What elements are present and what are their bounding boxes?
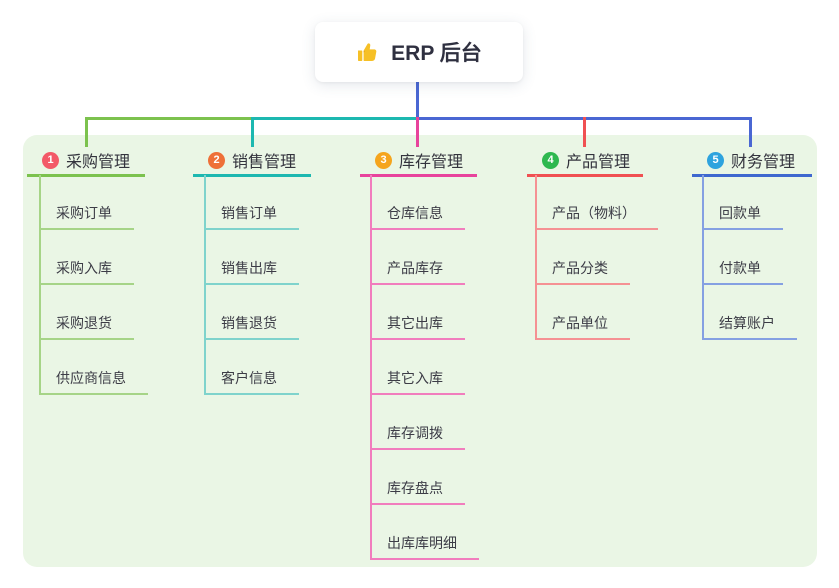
connector-root-trunk — [416, 82, 419, 118]
branch-node-inventory[interactable]: 3 库存管理 — [360, 146, 477, 177]
child-node[interactable]: 供应商信息 — [39, 370, 148, 395]
root-title: ERP 后台 — [391, 42, 482, 65]
branch-node-finance[interactable]: 5 财务管理 — [692, 146, 812, 177]
branch-number-badge: 1 — [42, 151, 59, 169]
child-node[interactable]: 结算账户 — [702, 315, 797, 340]
child-node[interactable]: 库存盘点 — [370, 480, 465, 505]
child-node[interactable]: 库存调拨 — [370, 425, 465, 450]
branch-trunk-line — [39, 175, 41, 395]
branch-number-badge: 5 — [707, 151, 724, 169]
branch-children-sales: 销售订单 销售出库 销售退货 客户信息 — [204, 175, 299, 395]
branch-children-finance: 回款单 付款单 结算账户 — [702, 175, 797, 340]
child-node[interactable]: 其它出库 — [370, 315, 465, 340]
branch-label: 库存管理 — [399, 154, 464, 171]
child-node[interactable]: 销售出库 — [204, 260, 299, 285]
connector-drop-sales — [251, 117, 254, 147]
child-node[interactable]: 产品单位 — [535, 315, 630, 340]
child-node[interactable]: 付款单 — [702, 260, 783, 285]
root-node[interactable]: ERP 后台 — [315, 22, 523, 82]
branch-node-purchase[interactable]: 1 采购管理 — [27, 146, 145, 177]
thumbs-up-icon — [356, 40, 380, 64]
connector-drop-purchase — [85, 117, 88, 147]
connector-branch2-line — [252, 117, 416, 120]
branch-trunk-line — [702, 175, 704, 340]
child-node[interactable]: 回款单 — [702, 205, 783, 230]
child-node[interactable]: 出库库明细 — [370, 535, 479, 560]
branch-trunk-line — [370, 175, 372, 560]
child-node[interactable]: 采购退货 — [39, 315, 134, 340]
branch-trunk-line — [535, 175, 537, 340]
child-node[interactable]: 采购订单 — [39, 205, 134, 230]
branch-node-product[interactable]: 4 产品管理 — [527, 146, 643, 177]
child-node[interactable]: 采购入库 — [39, 260, 134, 285]
branch-number-badge: 4 — [542, 151, 559, 169]
connector-drop-product — [583, 117, 586, 147]
child-node[interactable]: 产品分类 — [535, 260, 630, 285]
branch-label: 财务管理 — [731, 154, 796, 171]
branch-label: 产品管理 — [566, 154, 631, 171]
connector-drop-finance — [749, 117, 752, 147]
child-node[interactable]: 销售订单 — [204, 205, 299, 230]
branch-number-badge: 3 — [375, 151, 392, 169]
branch-node-sales[interactable]: 2 销售管理 — [193, 146, 311, 177]
branch-children-purchase: 采购订单 采购入库 采购退货 供应商信息 — [39, 175, 148, 395]
branch-trunk-line — [204, 175, 206, 395]
child-node[interactable]: 产品库存 — [370, 260, 465, 285]
branch-label: 销售管理 — [232, 154, 297, 171]
child-node[interactable]: 产品（物料） — [535, 205, 658, 230]
connector-branch1-line — [85, 117, 252, 120]
child-node[interactable]: 销售退货 — [204, 315, 299, 340]
branch-label: 采购管理 — [66, 154, 131, 171]
child-node[interactable]: 客户信息 — [204, 370, 299, 395]
child-node[interactable]: 仓库信息 — [370, 205, 465, 230]
connector-drop-inventory — [416, 117, 419, 147]
branch-number-badge: 2 — [208, 151, 225, 169]
child-node[interactable]: 其它入库 — [370, 370, 465, 395]
branch-children-inventory: 仓库信息 产品库存 其它出库 其它入库 库存调拨 库存盘点 出库库明细 — [370, 175, 479, 560]
mindmap-panel — [23, 135, 817, 567]
branch-children-product: 产品（物料） 产品分类 产品单位 — [535, 175, 658, 340]
